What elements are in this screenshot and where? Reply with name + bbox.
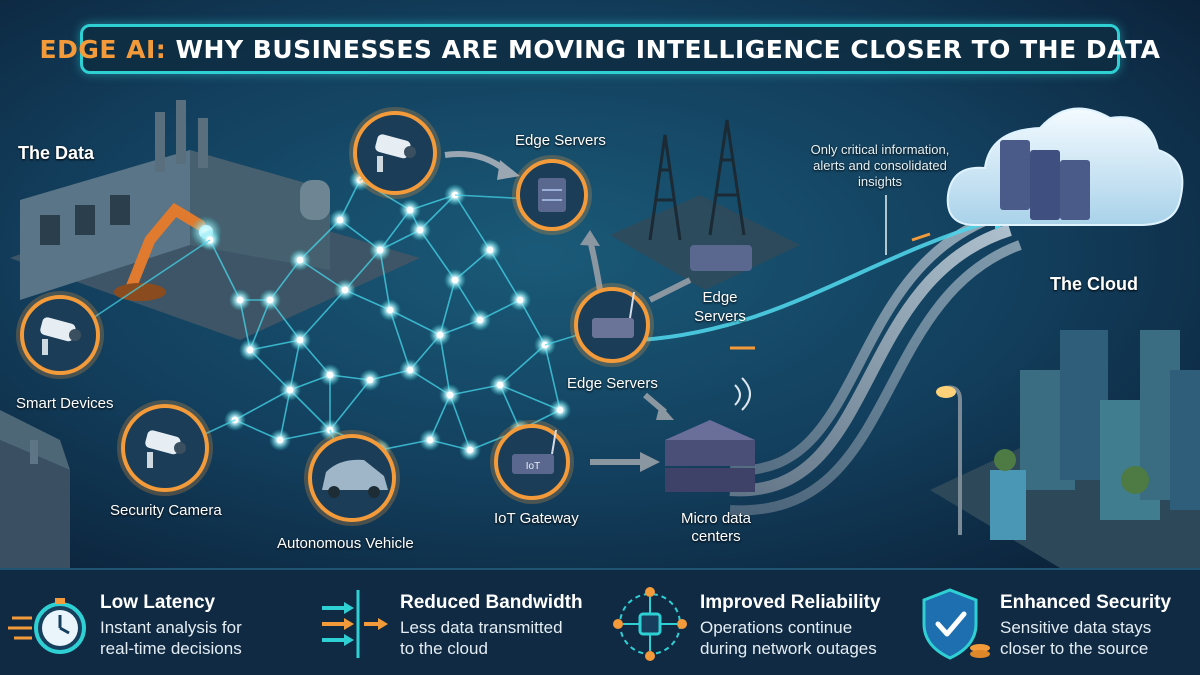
mesh-node bbox=[341, 286, 349, 294]
cell-tower-platform bbox=[610, 119, 800, 290]
mesh-node bbox=[286, 386, 294, 394]
feature-low-latency: Low Latency Instant analysis for real-ti… bbox=[0, 570, 300, 675]
label-critical-3: insights bbox=[857, 174, 903, 189]
camera-icon bbox=[40, 317, 81, 355]
feature-desc-1: Less data transmitted bbox=[400, 618, 563, 637]
mesh-node bbox=[496, 381, 504, 389]
mesh-node bbox=[486, 246, 494, 254]
feature-reduced-bandwidth: Reduced Bandwidth Less data transmitted … bbox=[300, 570, 600, 675]
network-node-icon bbox=[613, 587, 687, 661]
mesh-node bbox=[296, 336, 304, 344]
label-critical-1: Only critical information, bbox=[810, 142, 950, 157]
feature-title: Low Latency bbox=[100, 592, 216, 613]
mesh-node bbox=[376, 246, 384, 254]
label-edge-servers-low: Edge Servers bbox=[567, 375, 658, 392]
label-micro-dc-1: Micro data bbox=[680, 510, 752, 527]
mesh-node bbox=[246, 346, 254, 354]
page-title: EDGE AI: WHY BUSINESSES ARE MOVING INTEL… bbox=[40, 35, 1161, 64]
feature-desc-1: Sensitive data stays bbox=[1000, 618, 1152, 637]
camera-icon bbox=[375, 134, 416, 172]
bandwidth-arrows-icon bbox=[322, 590, 388, 658]
mesh-node bbox=[466, 446, 474, 454]
factory-illustration bbox=[10, 100, 420, 340]
warehouse-illustration bbox=[0, 410, 70, 568]
stopwatch-icon bbox=[8, 598, 86, 654]
feature-title: Reduced Bandwidth bbox=[400, 592, 583, 613]
iot-chip-label: IoT bbox=[526, 461, 540, 472]
label-autonomous-vehicle: Autonomous Vehicle bbox=[277, 535, 414, 552]
mesh-node bbox=[451, 276, 459, 284]
mesh-node bbox=[236, 296, 244, 304]
title-accent: EDGE AI: bbox=[39, 34, 167, 64]
feature-desc-2: during network outages bbox=[700, 639, 877, 658]
mesh-node bbox=[416, 226, 424, 234]
label-the-cloud: The Cloud bbox=[1050, 274, 1138, 294]
mesh-node bbox=[296, 256, 304, 264]
mesh-node bbox=[406, 366, 414, 374]
cloud-icon bbox=[946, 107, 1184, 226]
car-icon bbox=[322, 459, 388, 498]
mesh-link bbox=[544, 344, 561, 411]
label-edge-servers-mid-2: Servers bbox=[694, 308, 746, 325]
mesh-node bbox=[386, 306, 394, 314]
label-edge-servers-top: Edge Servers bbox=[515, 132, 606, 149]
iot-gateway-icon: IoT bbox=[512, 429, 557, 474]
edge-ai-scene: IoT bbox=[0, 0, 1200, 568]
data-stream bbox=[639, 210, 1022, 516]
mesh-node bbox=[426, 436, 434, 444]
label-micro-dc-2: centers bbox=[691, 528, 741, 545]
mesh-link bbox=[299, 289, 346, 341]
label-smart-devices: Smart Devices bbox=[16, 395, 114, 412]
mesh-node bbox=[436, 331, 444, 339]
mesh-node bbox=[516, 296, 524, 304]
feature-desc-2: closer to the source bbox=[1000, 639, 1149, 658]
micro-data-center-icon bbox=[665, 377, 755, 492]
mesh-node bbox=[266, 296, 274, 304]
label-security-camera: Security Camera bbox=[110, 502, 222, 519]
mesh-node bbox=[556, 406, 564, 414]
feature-improved-reliability: Improved Reliability Operations continue… bbox=[600, 570, 900, 675]
feature-desc-2: real-time decisions bbox=[100, 639, 242, 658]
mesh-node bbox=[366, 376, 374, 384]
title-banner: EDGE AI: WHY BUSINESSES ARE MOVING INTEL… bbox=[40, 24, 1160, 74]
feature-title: Enhanced Security bbox=[1000, 592, 1172, 613]
mesh-node bbox=[336, 216, 344, 224]
mesh-node bbox=[446, 391, 454, 399]
mesh-node bbox=[406, 206, 414, 214]
shield-check-icon bbox=[922, 588, 990, 660]
benefits-footer: Low Latency Instant analysis for real-ti… bbox=[0, 568, 1200, 675]
router-icon bbox=[592, 291, 635, 338]
label-iot-gateway: IoT Gateway bbox=[494, 510, 579, 527]
mesh-node bbox=[476, 316, 484, 324]
feature-desc-2: to the cloud bbox=[400, 639, 488, 658]
feature-desc-1: Instant analysis for bbox=[100, 618, 242, 637]
flow-arrows bbox=[444, 151, 931, 472]
label-critical-2: alerts and consolidated bbox=[813, 158, 947, 173]
mesh-node bbox=[276, 436, 284, 444]
city-illustration bbox=[930, 330, 1200, 568]
label-edge-servers-mid-1: Edge bbox=[702, 289, 738, 306]
device-nodes: IoT bbox=[16, 107, 654, 526]
feature-title: Improved Reliability bbox=[700, 592, 881, 613]
title-main: WHY BUSINESSES ARE MOVING INTELLIGENCE C… bbox=[166, 34, 1161, 64]
camera-icon bbox=[145, 430, 186, 468]
server-icon bbox=[538, 178, 566, 212]
label-the-data: The Data bbox=[18, 143, 95, 163]
feature-desc-1: Operations continue bbox=[700, 618, 853, 637]
mesh-link bbox=[209, 239, 241, 301]
feature-enhanced-security: Enhanced Security Sensitive data stays c… bbox=[900, 570, 1200, 675]
mesh-node bbox=[326, 371, 334, 379]
